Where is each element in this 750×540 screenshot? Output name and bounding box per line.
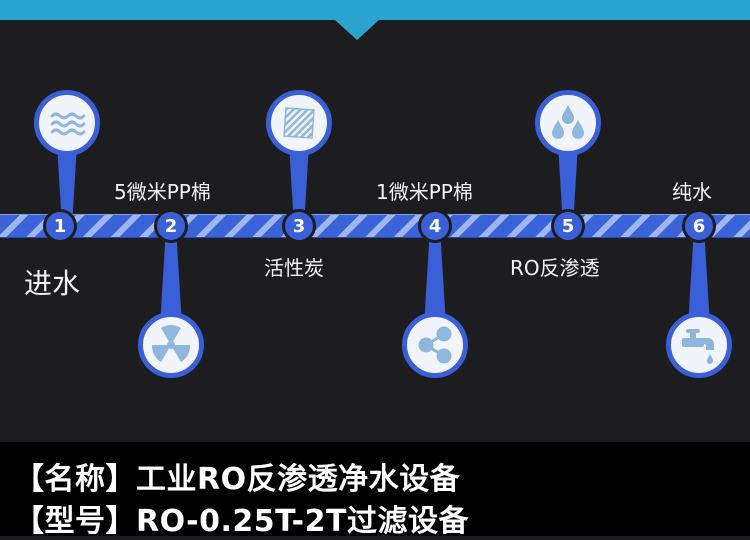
stem-2	[160, 236, 182, 326]
water-drops-icon	[535, 90, 601, 156]
radiation-filter-icon	[138, 312, 204, 378]
stage-number-3: 3	[282, 209, 316, 243]
stage-label-4: 1微米PP棉	[376, 180, 473, 204]
stage-label-1: 进水	[24, 267, 81, 300]
top-banner	[0, 0, 750, 20]
stem-4	[424, 236, 446, 326]
stage-number-6: 6	[682, 209, 716, 243]
stage-number-5: 5	[551, 209, 585, 243]
stage-label-3: 活性炭	[264, 256, 324, 280]
info-bar: 【名称】工业RO反渗透净水设备 【型号】RO-0.25T-2T过滤设备	[0, 442, 750, 539]
stage-number-1: 1	[43, 209, 77, 243]
stage-label-5: RO反渗透	[510, 256, 600, 280]
stage-label-6: 纯水	[672, 180, 712, 204]
share-nodes-icon	[402, 312, 468, 378]
faucet-icon	[666, 312, 732, 378]
banner-notch	[335, 20, 379, 40]
stem-6	[688, 236, 710, 326]
filtration-pipe	[0, 214, 750, 238]
water-waves-icon	[34, 90, 100, 156]
product-model: 【型号】RO-0.25T-2T过滤设备	[14, 504, 469, 539]
carbon-block-icon	[266, 90, 332, 156]
stage-number-2: 2	[154, 209, 188, 243]
stage-number-4: 4	[418, 209, 452, 243]
product-name: 【名称】工业RO反渗透净水设备	[14, 462, 461, 497]
stage-label-2: 5微米PP棉	[114, 180, 211, 204]
